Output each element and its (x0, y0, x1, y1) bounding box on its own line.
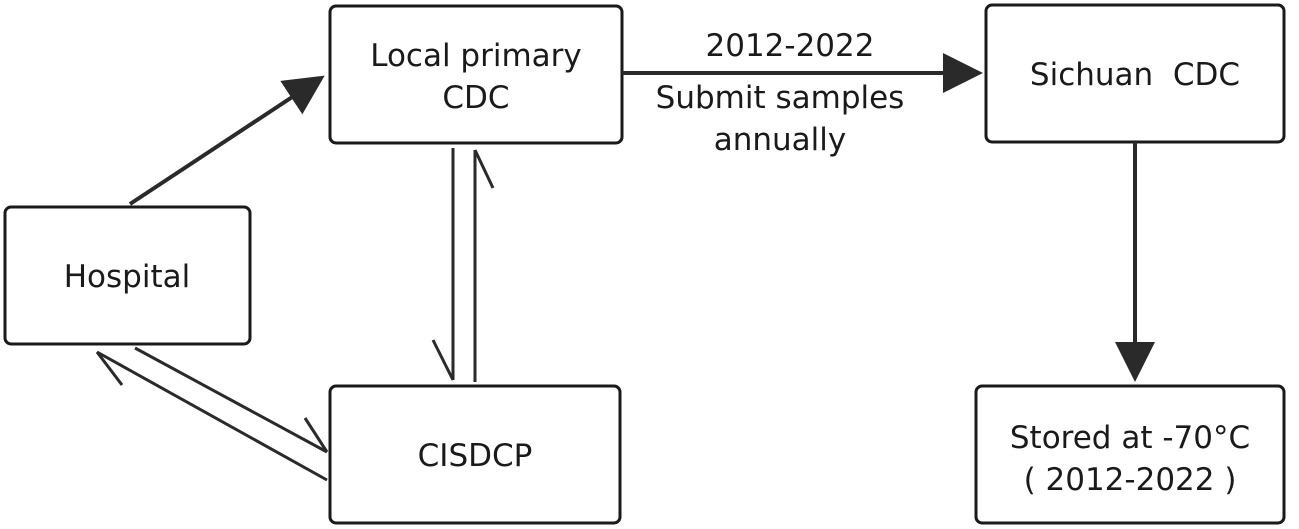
edge-local-cisdcp-pair (431, 148, 495, 382)
edge-hospital-to-local (128, 75, 325, 206)
edge-label-annually: annually (714, 122, 847, 158)
node-hospital: Hospital (3, 205, 252, 346)
node-sichuan-cdc: Sichuan CDC (984, 3, 1286, 144)
edge-cisdcp-to-local-barb (473, 149, 495, 189)
node-local-primary-cdc: Local primary CDC (328, 4, 624, 145)
edge-local-to-cisdcp-barb (431, 339, 455, 381)
node-hospital-label: Hospital (64, 259, 190, 295)
edge-cisdcp-to-hospital (96, 350, 328, 482)
edge-label-submit: Submit samples (656, 80, 905, 116)
node-cisdcp: CISDCP (328, 384, 622, 525)
edge-local-to-sichuan-label: 2012-2022 Submit samples annually (656, 28, 905, 158)
edge-hospital-to-cisdcp (134, 346, 328, 454)
edge-hospital-to-cisdcp-barb (303, 417, 329, 453)
node-storage: Stored at -70°C ( 2012-2022 ) (974, 384, 1286, 525)
edge-label-years: 2012-2022 (706, 28, 875, 64)
node-storage-line2: ( 2012-2022 ) (1024, 462, 1237, 498)
node-local-primary-cdc-line1: Local primary (370, 38, 582, 74)
edge-cisdcp-to-hospital-barb (95, 351, 124, 386)
node-cisdcp-label: CISDCP (418, 438, 533, 474)
node-storage-line1: Stored at -70°C (1010, 420, 1250, 456)
node-local-primary-cdc-line2: CDC (442, 80, 509, 116)
edge-hospital-cisdcp-pair (95, 346, 329, 482)
node-sichuan-cdc-label: Sichuan CDC (1030, 57, 1240, 93)
